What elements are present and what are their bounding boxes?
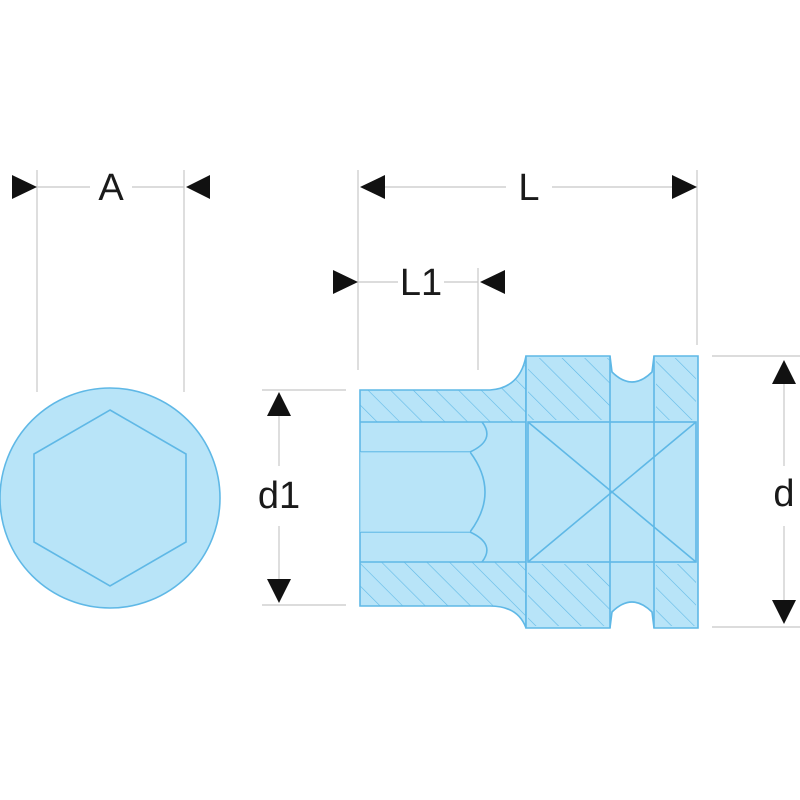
arrow-left-icon <box>360 175 385 199</box>
hexagon-opening <box>33 409 187 587</box>
arrow-up-icon <box>772 360 796 384</box>
arrow-down-icon <box>772 600 796 624</box>
dimension-d1: d1 <box>258 389 346 606</box>
label-a: A <box>98 167 124 209</box>
square-drive-opening <box>527 421 697 563</box>
socket-front-circle <box>0 387 221 609</box>
label-d1: d1 <box>258 475 300 517</box>
arrow-right-icon <box>12 175 37 199</box>
arrow-right-icon <box>672 175 697 199</box>
front-view <box>0 387 221 609</box>
label-d: d <box>773 473 794 515</box>
label-l: L <box>518 167 539 209</box>
arrow-up-icon <box>267 392 291 416</box>
side-view <box>359 355 699 629</box>
dimension-l1: L1 <box>333 262 505 370</box>
dimension-a: A <box>12 167 210 392</box>
arrow-left-icon <box>480 270 505 294</box>
label-l1: L1 <box>400 262 442 304</box>
arrow-down-icon <box>267 579 291 603</box>
arrow-left-icon <box>186 175 210 199</box>
dimension-l: L <box>357 167 698 370</box>
dimension-d: d <box>712 355 800 628</box>
arrow-right-icon <box>333 270 358 294</box>
